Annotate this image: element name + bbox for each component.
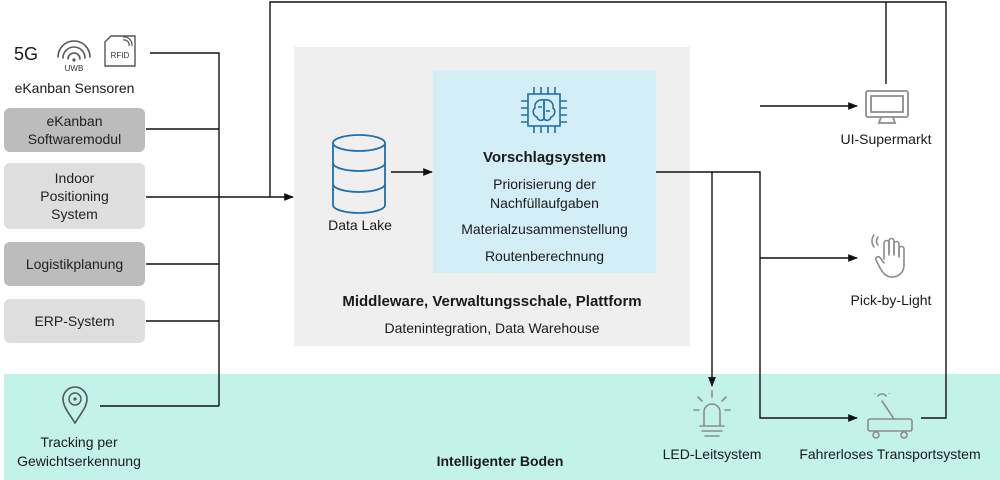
- arrow-to-fts: [656, 171, 858, 422]
- fts-label: Fahrerloses Transportsystem: [799, 446, 981, 462]
- erp-system-box: ERP-System: [4, 299, 145, 343]
- data-lake-label: Data Lake: [328, 217, 392, 233]
- vorschlag-item-material: Materialzusammenstellung: [461, 221, 628, 237]
- pick-by-light-label: Pick-by-Light: [850, 292, 932, 308]
- label-5g: 5G: [14, 44, 39, 64]
- middleware-subtitle: Datenintegration, Data Warehouse: [384, 320, 600, 336]
- rfid-icon: RFID: [103, 34, 137, 68]
- led-bulb-icon: [693, 390, 731, 437]
- intelligenter-boden-label: Intelligenter Boden: [436, 453, 564, 469]
- ai-chip-brain-icon: [521, 87, 567, 133]
- connector-sensors: [150, 52, 220, 406]
- vorschlagsystem-title: Vorschlagsystem: [482, 149, 607, 166]
- agv-vehicle-icon: [867, 393, 913, 439]
- intelligent-floor-band: [4, 374, 1000, 480]
- svg-text:UWB: UWB: [65, 64, 84, 73]
- vorschlag-item-priorisierung: Priorisierung der Nachfüllaufgaben: [490, 176, 599, 211]
- location-pin-icon: [62, 386, 88, 425]
- uwb-icon: UWB: [57, 40, 91, 73]
- monitor-icon: [865, 90, 909, 124]
- database-icon: [332, 134, 386, 214]
- logistikplanung-box: Logistikplanung: [4, 242, 145, 286]
- vorschlag-item-route: Routenberechnung: [484, 248, 605, 264]
- pick-by-light-hand-icon: [871, 234, 905, 278]
- led-leitsystem-label: LED-Leitsystem: [662, 446, 762, 462]
- tracking-label: Tracking per Gewichtserkennung: [17, 434, 141, 469]
- ekanban-softwaremodul-box: eKanban Softwaremodul: [4, 108, 145, 152]
- ekanban-sensors-label: eKanban Sensoren: [14, 80, 135, 96]
- indoor-positioning-box: Indoor Positioning System: [4, 163, 145, 229]
- ui-supermarkt-label: UI-Supermarkt: [840, 131, 932, 147]
- feedback-loop-line: [269, 1, 947, 419]
- middleware-title: Middleware, Verwaltungsschale, Plattform: [342, 293, 642, 310]
